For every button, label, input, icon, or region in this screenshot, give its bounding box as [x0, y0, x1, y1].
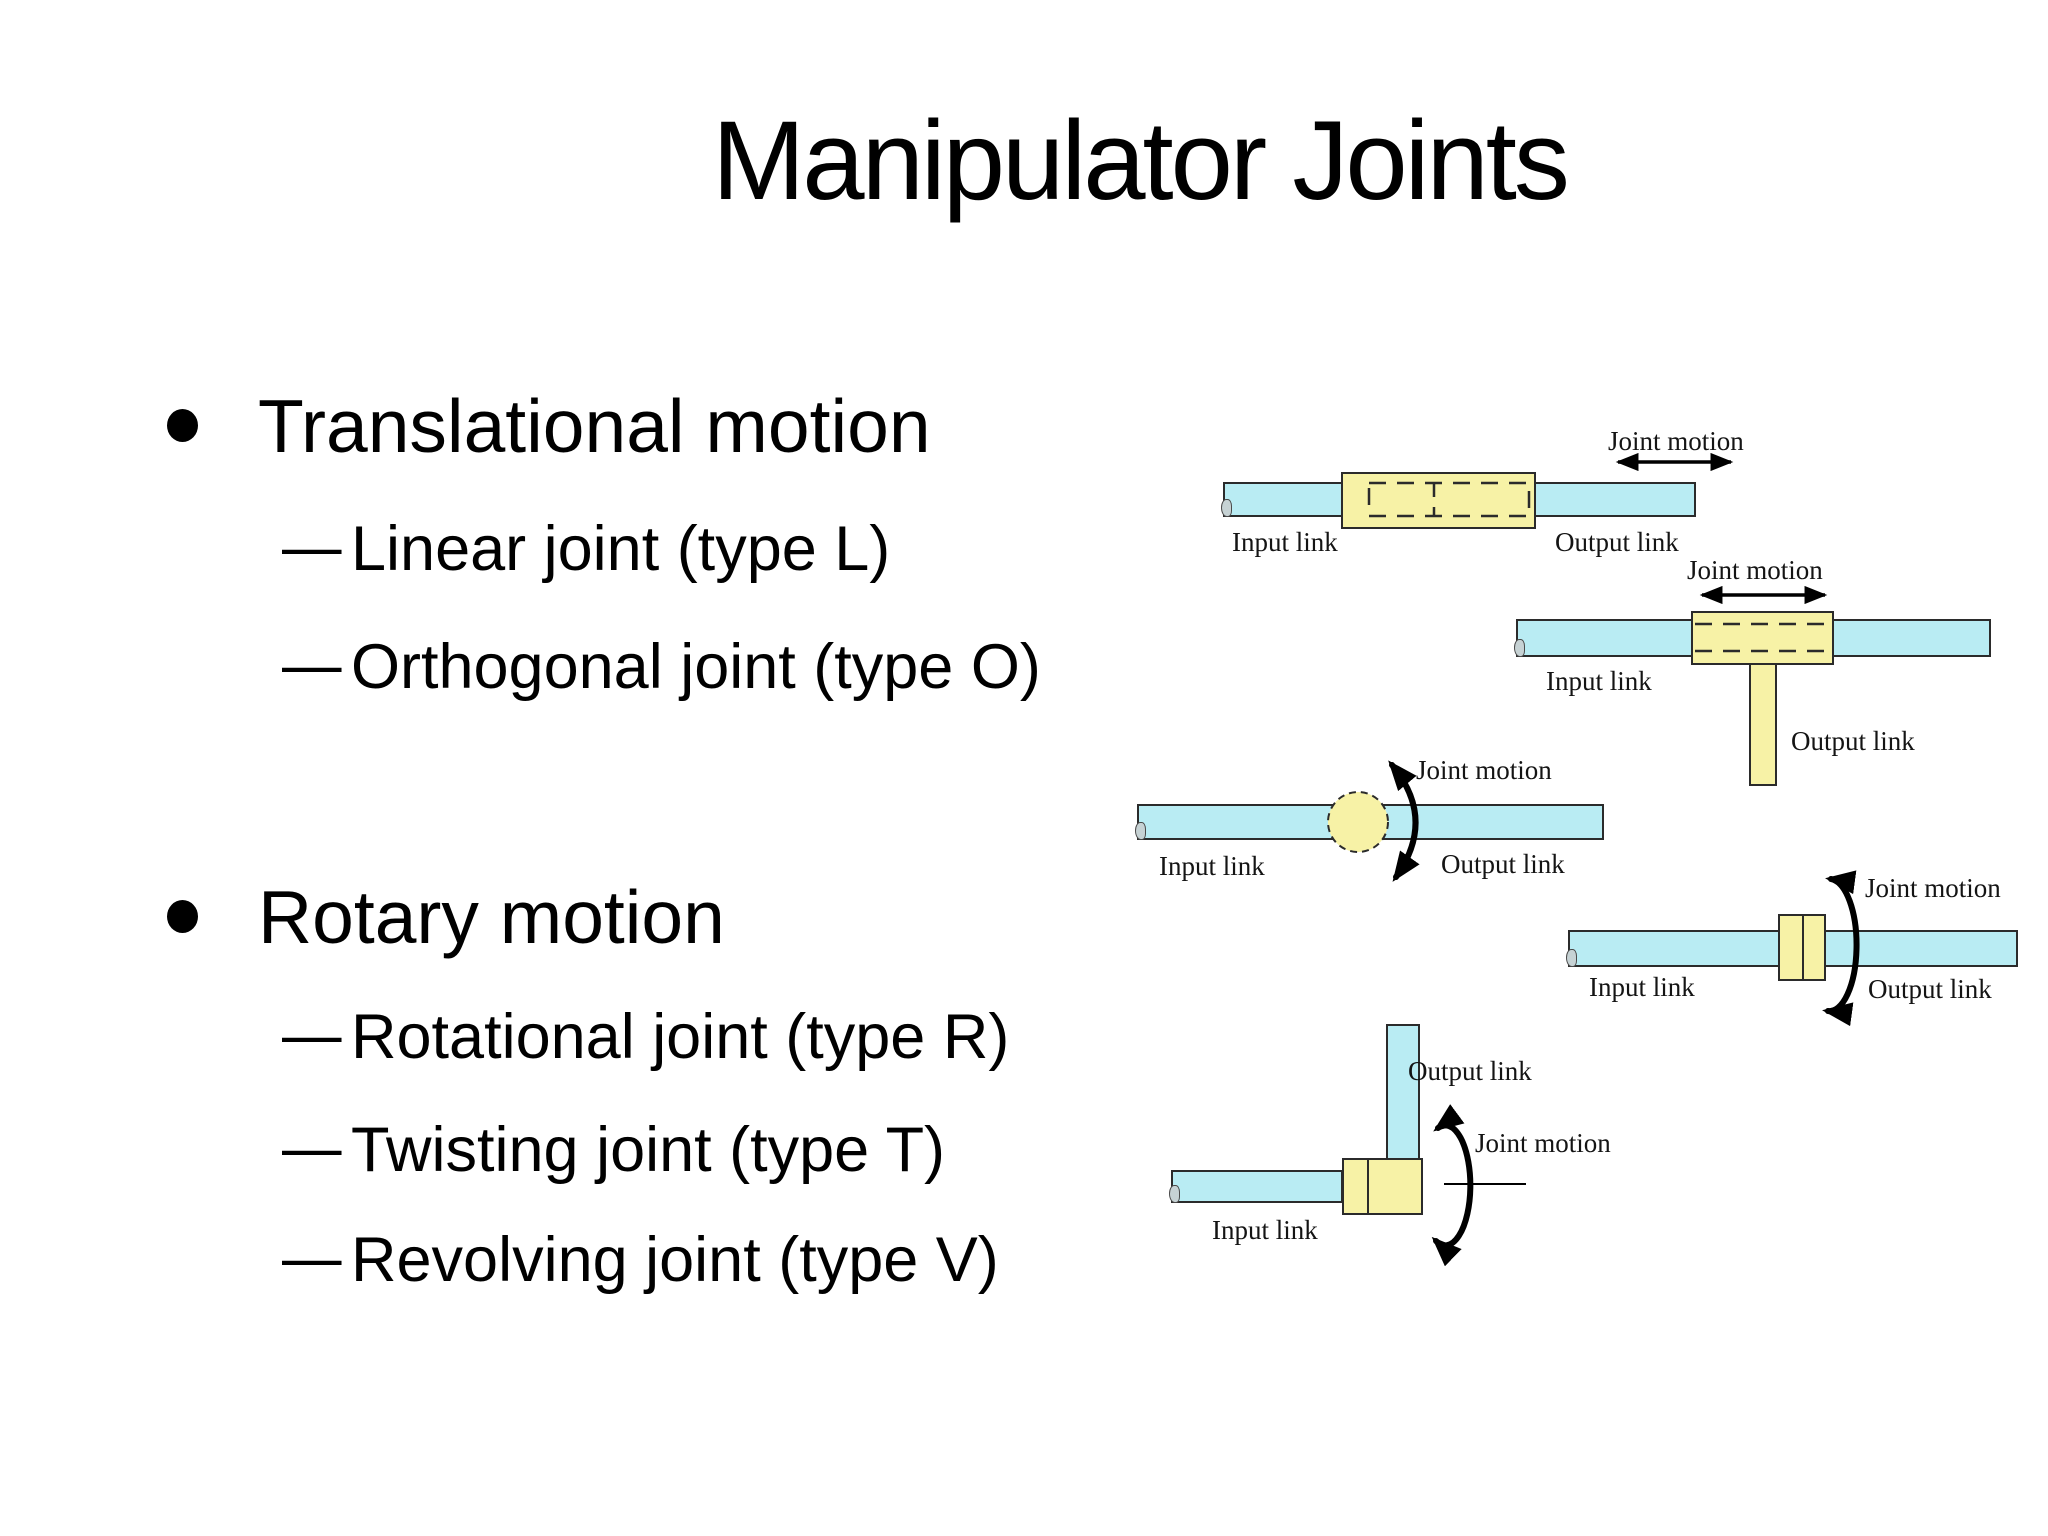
pivot-circle [1327, 791, 1389, 853]
collar-split-line [1802, 915, 1804, 980]
twisting-joint-arrows [1822, 870, 1860, 1027]
bullet-text: Twisting joint (type T) [351, 1115, 946, 1185]
joint-block [1342, 1158, 1423, 1215]
input-link-label: Input link [1589, 972, 1695, 1002]
bullet-text: Translational motion [258, 384, 931, 468]
output-link-label: Output link [1555, 527, 1679, 557]
block-split-line [1367, 1159, 1369, 1214]
dash-marker: – [282, 1223, 342, 1293]
bullet-revolving-joint: – Revolving joint (type V) [282, 1223, 999, 1296]
joint-motion-curved-arrow [1388, 760, 1420, 882]
dash-marker: – [282, 1113, 342, 1183]
output-link-label: Output link [1868, 974, 1992, 1004]
bullet-rotary-motion: Rotary motion [165, 874, 725, 960]
joint-motion-label: Joint motion [1687, 555, 1823, 585]
joint-motion-twist-arrow [1822, 870, 1860, 1027]
rotational-joint-arrows [1327, 760, 1420, 882]
bullet-text: Linear joint (type L) [351, 514, 891, 584]
bullet-dot-icon [167, 900, 198, 933]
output-link-bar [1749, 663, 1777, 786]
joint-housing [1341, 472, 1536, 529]
orthogonal-joint-arrows [1695, 585, 1831, 653]
revolving-joint-arrows [1431, 1104, 1526, 1267]
bullet-dot-icon [167, 409, 198, 442]
hidden-rod-dashed-outline [1367, 481, 1531, 518]
bullet-text: Revolving joint (type V) [351, 1225, 999, 1295]
joint-housing [1691, 611, 1834, 665]
bullet-text: Orthogonal joint (type O) [351, 632, 1041, 702]
output-link-label: Output link [1441, 849, 1565, 879]
diagram-rotational-joint: Joint motion Input link Output link [1130, 755, 1610, 905]
page-title: Manipulator Joints [712, 98, 1570, 223]
bullet-translational-motion: Translational motion [165, 383, 931, 469]
input-link-label: Input link [1232, 527, 1338, 557]
bullet-text: Rotary motion [258, 875, 725, 959]
bullet-linear-joint: – Linear joint (type L) [282, 512, 891, 585]
bullet-text: Rotational joint (type R) [351, 1002, 1010, 1072]
joint-motion-label: Joint motion [1416, 755, 1552, 785]
output-link-label: Output link [1408, 1056, 1532, 1086]
input-link-label: Input link [1546, 666, 1652, 696]
diagram-orthogonal-joint: Joint motion Input link Output link [1505, 550, 2048, 800]
input-link-label: Input link [1159, 851, 1265, 881]
diagram-linear-joint: Joint motion Input link Output link [1210, 420, 1750, 580]
diagram-twisting-joint: Joint motion Input link Output link [1565, 865, 2048, 1030]
joint-motion-label: Joint motion [1475, 1128, 1611, 1158]
output-link-label: Output link [1791, 726, 1915, 756]
dash-marker: – [282, 1000, 342, 1070]
dash-marker: – [282, 630, 342, 700]
bullet-orthogonal-joint: – Orthogonal joint (type O) [282, 630, 1041, 703]
joint-collar [1778, 914, 1826, 981]
joint-motion-label: Joint motion [1865, 873, 2001, 903]
input-link-bar [1169, 1170, 1343, 1203]
joint-motion-label: Joint motion [1608, 426, 1744, 456]
joint-motion-revolve-arrow [1431, 1104, 1474, 1267]
dash-marker: – [282, 512, 342, 582]
linear-joint-arrows [1367, 452, 1734, 518]
diagram-revolving-joint: Output link Joint motion Input link [1160, 1020, 1650, 1280]
input-link-label: Input link [1212, 1215, 1318, 1245]
bullet-twisting-joint: – Twisting joint (type T) [282, 1113, 946, 1186]
bullet-rotational-joint: – Rotational joint (type R) [282, 1000, 1010, 1073]
